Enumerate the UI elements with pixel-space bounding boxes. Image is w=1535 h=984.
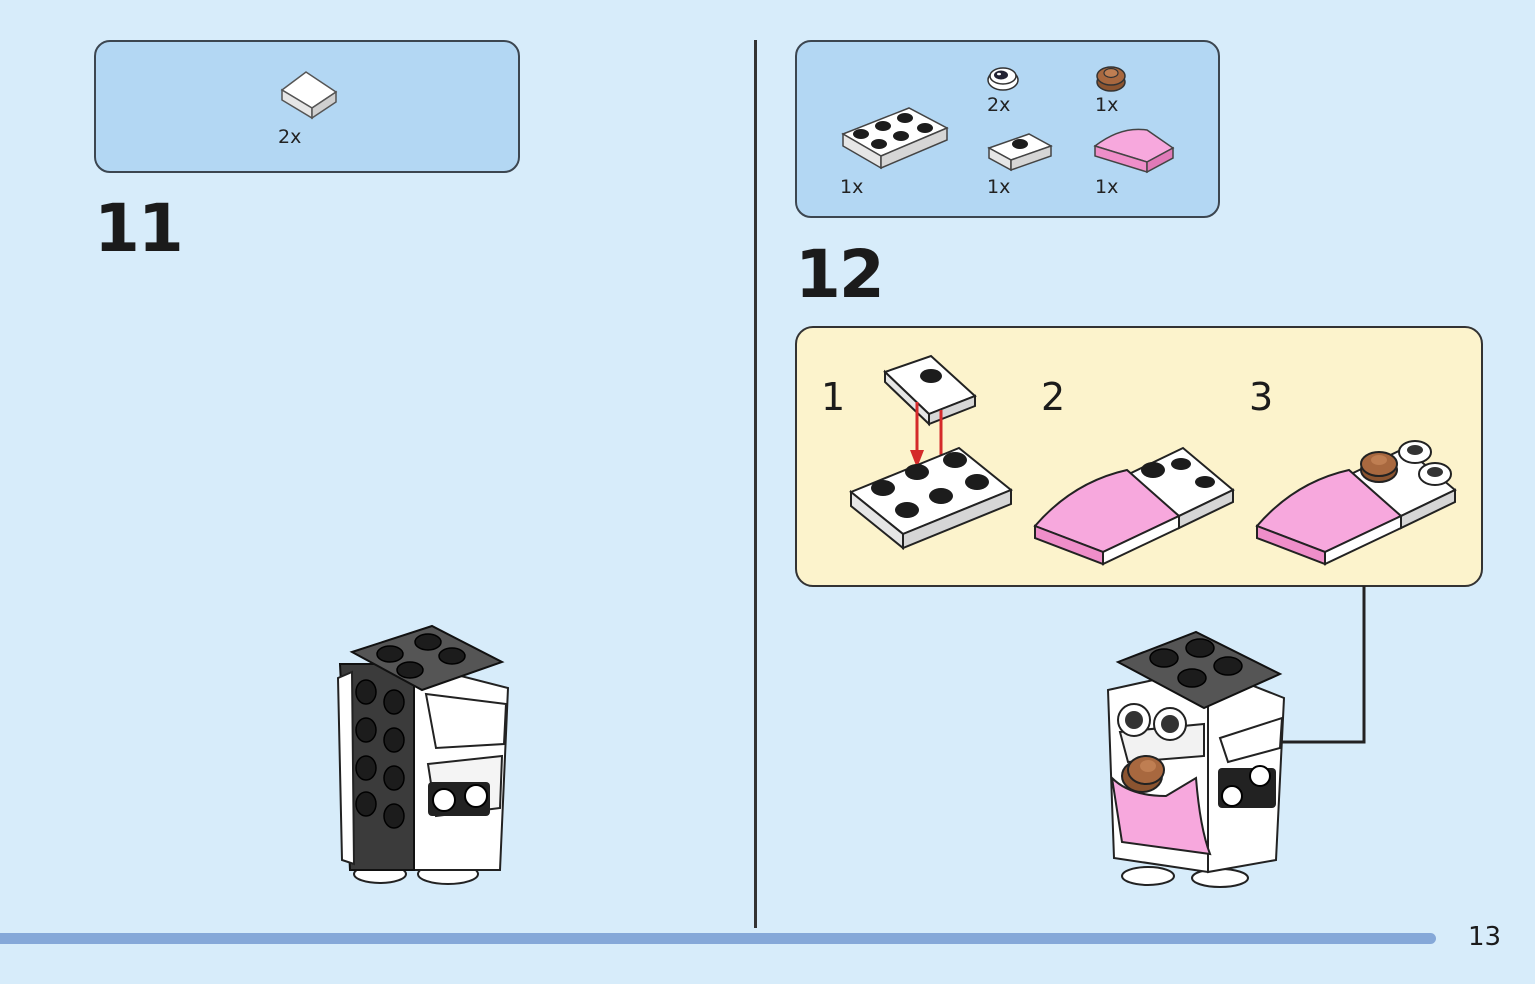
footer-bar [0, 933, 1436, 944]
substep-number: 3 [1249, 375, 1274, 419]
substep-2-illustration [1033, 446, 1235, 566]
step-12-model-illustration [1106, 630, 1286, 888]
white-jumper-plate-icon [987, 133, 1053, 172]
step-11-model-illustration [336, 624, 510, 885]
page-number: 13 [1468, 922, 1502, 952]
part-quantity: 1x [1095, 94, 1119, 116]
substep-1-illustration [849, 354, 1013, 551]
white-plate-2x4-icon [841, 107, 949, 170]
part-quantity: 2x [278, 126, 302, 148]
parts-callout-step-12: 2x 1x 1x 1x 1x [795, 40, 1220, 218]
step-number: 12 [795, 236, 885, 313]
brown-round-plate-icon [1096, 66, 1126, 92]
substep-number: 1 [821, 375, 846, 419]
step-number: 11 [94, 190, 184, 267]
white-slope-brick-icon [280, 71, 338, 120]
eye-tile-icon [987, 67, 1019, 91]
part-quantity: 1x [987, 176, 1011, 198]
substep-number: 2 [1041, 375, 1066, 419]
substep-panel: 1 2 3 [795, 326, 1483, 587]
pink-curved-slope-icon [1093, 128, 1175, 174]
parts-callout-step-11: 2x [94, 40, 520, 173]
part-quantity: 2x [987, 94, 1011, 116]
page-divider [754, 40, 757, 928]
part-quantity: 1x [1095, 176, 1119, 198]
substep-3-illustration [1255, 440, 1457, 566]
part-quantity: 1x [840, 176, 864, 198]
